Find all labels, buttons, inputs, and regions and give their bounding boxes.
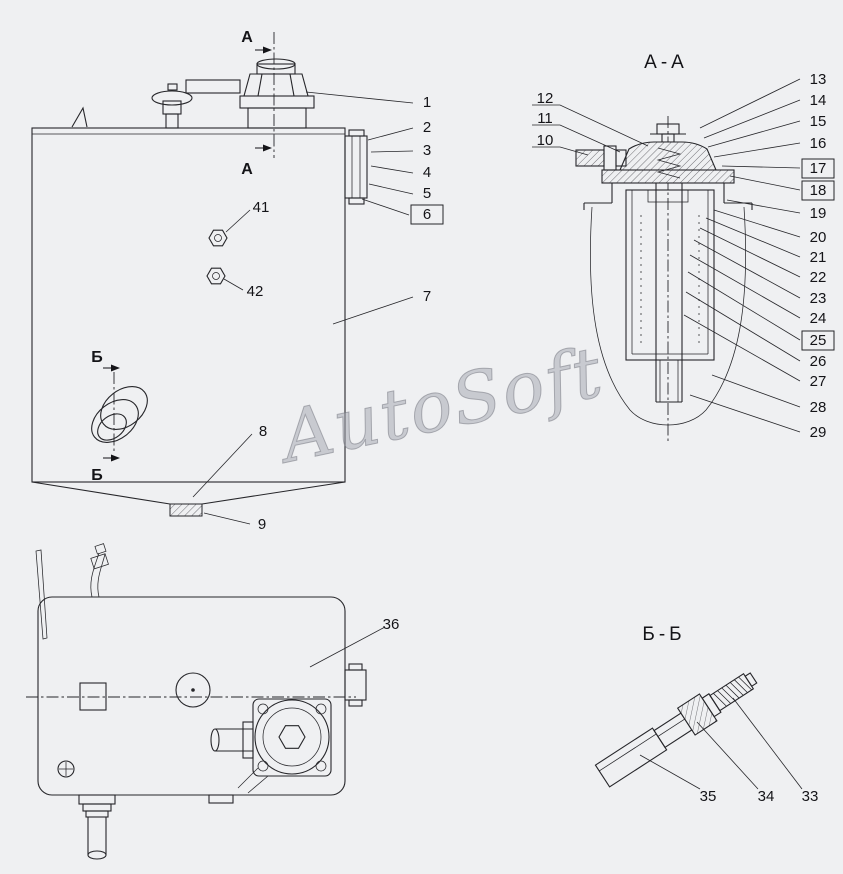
section-aa: A-A	[532, 52, 835, 442]
callout-15: 15	[810, 113, 827, 130]
aa-leaders	[532, 78, 801, 433]
bb-fitting-assembly	[594, 672, 758, 788]
callout-28: 28	[810, 399, 827, 416]
section-bb-title: Б-Б	[642, 624, 685, 645]
callout-23: 23	[810, 290, 827, 307]
callout-41: 41	[253, 199, 270, 216]
suction-port	[91, 386, 148, 443]
callout-25-box	[801, 330, 835, 351]
top-view-outline	[35, 543, 346, 796]
top-view-tank: 36	[26, 543, 400, 860]
bolt-41	[208, 229, 228, 247]
callout-34: 34	[758, 788, 775, 805]
callout-7: 7	[423, 288, 431, 305]
filler-assembly	[151, 58, 315, 129]
top-view-leaders	[309, 626, 386, 668]
callout-18-box	[801, 180, 835, 201]
callout-14: 14	[810, 92, 827, 109]
callout-19: 19	[810, 205, 827, 222]
callout-21: 21	[810, 249, 827, 266]
marker-a-top: A	[241, 29, 253, 46]
marker-a-arrows	[255, 46, 272, 152]
callout-11: 11	[537, 110, 553, 127]
callout-18: 18	[810, 182, 827, 199]
callout-17-box	[801, 158, 835, 179]
callout-22: 22	[810, 269, 827, 286]
marker-a-bottom: A	[241, 161, 253, 178]
callout-42: 42	[247, 283, 264, 300]
callout-16: 16	[810, 135, 827, 152]
section-aa-title: A-A	[644, 52, 688, 73]
callout-13: 13	[810, 71, 827, 88]
aa-filter-assembly	[575, 123, 753, 426]
callout-2: 2	[423, 119, 431, 136]
callout-17: 17	[810, 160, 827, 177]
drain-plug	[169, 503, 203, 517]
marker-b-top: Б	[91, 349, 103, 366]
bolt-42	[206, 267, 226, 285]
callout-24: 24	[810, 310, 827, 327]
watermark: AutoSoft	[269, 331, 611, 480]
side-filter-flange	[344, 129, 368, 205]
callout-10: 10	[537, 132, 554, 149]
breather-cap	[151, 83, 193, 129]
callout-36: 36	[383, 616, 400, 633]
callout-25: 25	[810, 332, 827, 349]
marker-b-arrows	[103, 364, 120, 462]
callout-4: 4	[423, 164, 431, 181]
callout-33: 33	[802, 788, 819, 805]
callout-27: 27	[810, 373, 827, 390]
callout-3: 3	[423, 142, 431, 159]
callout-20: 20	[810, 229, 827, 246]
top-view-details	[57, 663, 367, 860]
callout-29: 29	[810, 424, 827, 441]
callout-5: 5	[423, 185, 431, 202]
section-bb: Б-Б 35 34 33	[594, 624, 819, 805]
callout-1: 1	[423, 94, 431, 111]
callout-35: 35	[700, 788, 717, 805]
marker-b-bottom: Б	[91, 467, 103, 484]
front-view-leaders	[192, 91, 414, 525]
callout-6-box	[410, 204, 444, 225]
callout-9: 9	[258, 516, 266, 533]
callout-26: 26	[810, 353, 827, 370]
callout-8: 8	[259, 423, 267, 440]
pump-cover-assembly	[210, 698, 332, 794]
callout-6: 6	[423, 206, 431, 223]
bb-leaders	[639, 697, 803, 790]
callout-12: 12	[537, 90, 554, 107]
front-view-tank: Б Б A A 1 2 3 4 5 6	[31, 29, 444, 533]
